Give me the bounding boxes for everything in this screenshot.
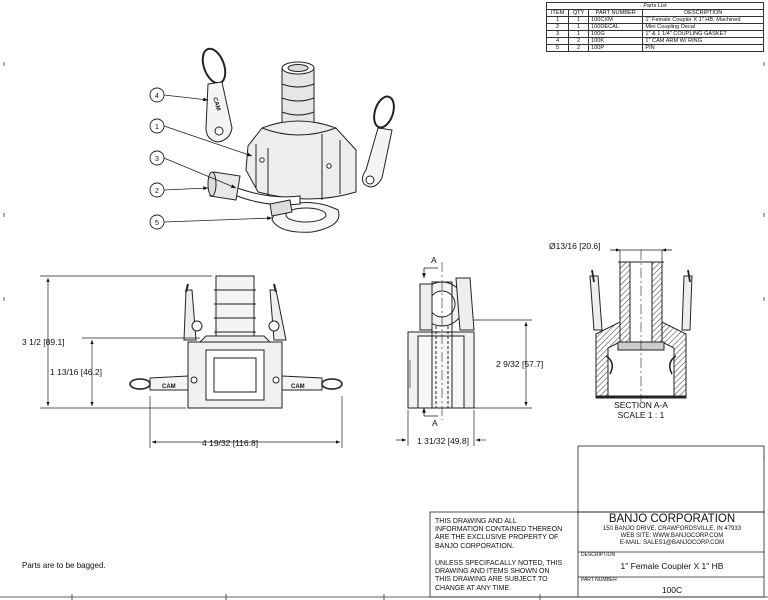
dimension-body-height-label: 1 13/16 [46.2]: [50, 367, 102, 377]
front-view: [129, 275, 343, 409]
table-row: 5 2 100P PIN: [545, 44, 764, 52]
parts-list-table: Parts List ITEM QTY PART NUMBER DESCRIPT…: [545, 2, 764, 52]
dimension-side-height-label: 2 9/32 [57.7]: [496, 359, 543, 369]
item-balloons: 4 1 3 2 5: [149, 87, 273, 230]
section-marker-bottom: A: [432, 418, 438, 428]
dimension-overall-width: [149, 396, 343, 448]
isometric-view: CAM: [201, 47, 395, 233]
company-name: BANJO CORPORATION: [608, 513, 736, 525]
dimension-overall-height: [40, 275, 212, 409]
title-block: [429, 445, 765, 598]
table-row: 1 1 100CXM 1" Female Coupler X 1" HB, Ma…: [545, 16, 764, 24]
section-view: [589, 250, 693, 402]
decal-text-right: CAM: [291, 384, 305, 390]
balloon-3: 3: [149, 150, 237, 189]
company-email: E-MAIL: SALES1@BANJOCORP.COM: [619, 540, 725, 546]
description-label: DESCRIPTION: [581, 552, 616, 558]
bagged-note: Parts are to be bagged.: [22, 561, 106, 570]
item-cell: 5: [545, 44, 570, 52]
dimension-hose-diameter-label: Ø13/16 [20.6]: [549, 241, 601, 251]
balloon-2-label: 2: [155, 188, 159, 195]
side-view: [407, 262, 475, 420]
decal-text-left: CAM: [162, 384, 176, 390]
dimension-side-height: [474, 319, 532, 409]
decal-text: CAM: [211, 97, 221, 112]
company-address: 150 BANJO DRIVE, CRAWFORDSVILLE, IN 4793…: [602, 526, 742, 532]
dimension-overall-width-label: 4 19/32 [116.8]: [202, 438, 258, 448]
balloon-2: 2: [149, 182, 209, 198]
company-website: WEB SITE: WWW.BANJOCORP.COM: [620, 533, 724, 539]
dimension-side-width: [396, 410, 486, 446]
part-number-value: 100C: [661, 585, 683, 595]
dimension-overall-height-label: 3 1/2 [89.1]: [22, 337, 65, 347]
balloon-5-label: 5: [155, 220, 159, 227]
balloon-4-label: 4: [155, 93, 159, 100]
section-marker-top: A: [431, 255, 437, 265]
balloon-3-label: 3: [155, 156, 159, 163]
description-value: 1" Female Coupler X 1" HB: [620, 561, 724, 571]
property-note: THIS DRAWING AND ALL INFORMATION CONTAIN…: [435, 518, 563, 550]
dimension-side-width-label: 1 31/32 [49.8]: [417, 436, 469, 446]
section-label: SECTION A-A: [614, 400, 668, 410]
section-arrow-top: [422, 267, 438, 278]
balloon-1-label: 1: [155, 124, 159, 131]
section-arrow-bottom: [422, 408, 438, 417]
balloon-1: 1: [149, 118, 253, 157]
balloon-4: 4: [149, 87, 209, 103]
description-cell: PIN: [642, 44, 764, 52]
dimension-hose-diameter: [610, 248, 672, 262]
section-scale: SCALE 1 : 1: [618, 410, 665, 420]
change-note: UNLESS SPECIFACALLY NOTED, THIS DRAWING …: [435, 560, 563, 592]
part-number-label: PART NUMBER: [581, 577, 617, 583]
part-number-cell: 100P: [588, 44, 644, 52]
dimension-body-height: [82, 337, 200, 406]
balloon-5: 5: [149, 214, 273, 230]
